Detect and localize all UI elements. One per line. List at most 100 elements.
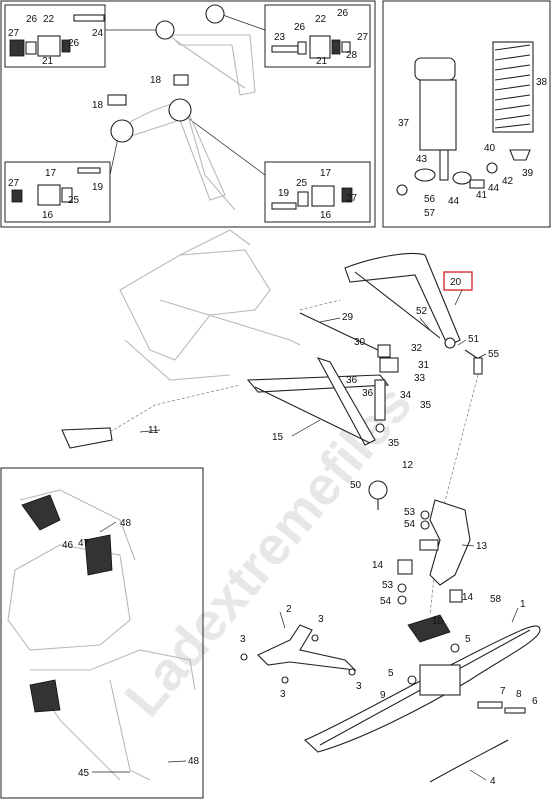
callout-26: 26 (26, 14, 38, 25)
callout-labels: 26 22 24 27 26 21 23 26 22 26 27 21 28 1… (8, 8, 548, 787)
ski-assembly (304, 625, 541, 753)
callout-33: 33 (414, 373, 426, 384)
sway-dashed-leader (299, 299, 341, 311)
callout-6: 6 (532, 696, 538, 707)
shock-absorber (414, 57, 472, 185)
callout-44: 44 (448, 196, 460, 207)
callout-20-label: 20 (450, 277, 462, 288)
callout-19: 19 (278, 188, 290, 199)
bushing-inset-lower-right (264, 161, 371, 223)
callout-19: 19 (92, 182, 104, 193)
callout-18: 18 (92, 100, 104, 111)
callout-45: 45 (78, 768, 90, 779)
lower-a-arm (246, 357, 390, 446)
callout-35: 35 (388, 438, 400, 449)
inset-leader-4 (187, 117, 266, 176)
callout-9: 9 (380, 690, 386, 701)
sway-bar-link (299, 312, 391, 358)
callout-29: 29 (342, 312, 354, 323)
bushing-inset-upper-right (264, 4, 371, 68)
callout-28: 28 (346, 50, 358, 61)
bushing-stack-inset-b (271, 35, 351, 59)
callout-24: 24 (92, 28, 104, 39)
callout-7: 7 (500, 686, 506, 697)
callout-leaders (92, 289, 519, 781)
callout-44: 44 (488, 183, 500, 194)
callout-21: 21 (42, 56, 54, 67)
callout-17: 17 (320, 168, 332, 179)
callout-15: 15 (272, 432, 284, 443)
chassis-panel-frame (0, 467, 204, 799)
callout-22: 22 (315, 14, 327, 25)
carbide-runner-4 (429, 739, 509, 783)
callout-1: 1 (520, 599, 526, 610)
callout-47: 47 (78, 538, 90, 549)
callout-16: 16 (42, 210, 54, 221)
callout-22: 22 (43, 14, 55, 25)
callout-4: 4 (490, 776, 496, 787)
callout-25: 25 (68, 195, 80, 206)
callout-5: 5 (465, 634, 471, 645)
bushing-stack-inset-a (9, 14, 105, 57)
hardware-53-54 (397, 510, 430, 605)
callout-12: 12 (402, 460, 414, 471)
callout-54: 54 (380, 596, 392, 607)
runner-cushion-10 (407, 614, 451, 643)
callout-27: 27 (346, 193, 358, 204)
callout-55: 55 (488, 349, 500, 360)
callout-26: 26 (337, 8, 349, 19)
callout-10: 10 (432, 616, 444, 627)
inset-leader-2 (219, 13, 266, 31)
upper-a-arm-ghost (110, 4, 256, 211)
callout-51: 51 (468, 334, 480, 345)
callout-25: 25 (296, 178, 308, 189)
bushing-inset-upper-left (4, 4, 106, 68)
callout-2: 2 (286, 604, 292, 615)
callout-3: 3 (280, 689, 286, 700)
callout-30: 30 (354, 337, 366, 348)
bushing-inset-lower-left (4, 161, 111, 223)
callout-31: 31 (418, 360, 430, 371)
ball-joint-and-tie-rod (368, 349, 483, 510)
shock-panel-frame (382, 0, 551, 228)
callout-53: 53 (382, 580, 394, 591)
callout-43: 43 (416, 154, 428, 165)
callout-46: 46 (62, 540, 74, 551)
callout-48: 48 (188, 756, 200, 767)
callout-56: 56 (424, 194, 436, 205)
callout-58: 58 (490, 594, 502, 605)
callout-14: 14 (372, 560, 384, 571)
stabilizer-link-31-34 (374, 357, 399, 433)
callout-8: 8 (516, 689, 522, 700)
callout-27: 27 (8, 28, 20, 39)
callout-50: 50 (350, 480, 362, 491)
callout-38: 38 (536, 77, 548, 88)
callout-39: 39 (522, 168, 534, 179)
shock-hardware (396, 149, 531, 196)
callout-3: 3 (356, 681, 362, 692)
callout-41: 41 (476, 190, 488, 201)
bracket-dashed-leader (109, 384, 241, 433)
callout-37: 37 (398, 118, 410, 129)
callout-13: 13 (476, 541, 488, 552)
bushing-stack-inset-d (271, 185, 353, 210)
inset-leader-3 (109, 137, 119, 176)
ski-bolts (240, 634, 526, 714)
mounting-bracket-11 (61, 427, 113, 449)
callout-16: 16 (320, 210, 332, 221)
ski-handle-2 (257, 624, 357, 671)
callout-48: 48 (120, 518, 132, 529)
callout-36: 36 (362, 388, 374, 399)
spindle (397, 499, 471, 603)
callout-3: 3 (318, 614, 324, 625)
highlight-box-20 (443, 271, 473, 291)
upper-a-arm (344, 252, 461, 349)
callout-52: 52 (416, 306, 428, 317)
callout-57: 57 (424, 208, 436, 219)
front-suspension-ghost (119, 229, 301, 381)
callout-5: 5 (388, 668, 394, 679)
callout-36: 36 (346, 375, 358, 386)
callout-18: 18 (150, 75, 162, 86)
